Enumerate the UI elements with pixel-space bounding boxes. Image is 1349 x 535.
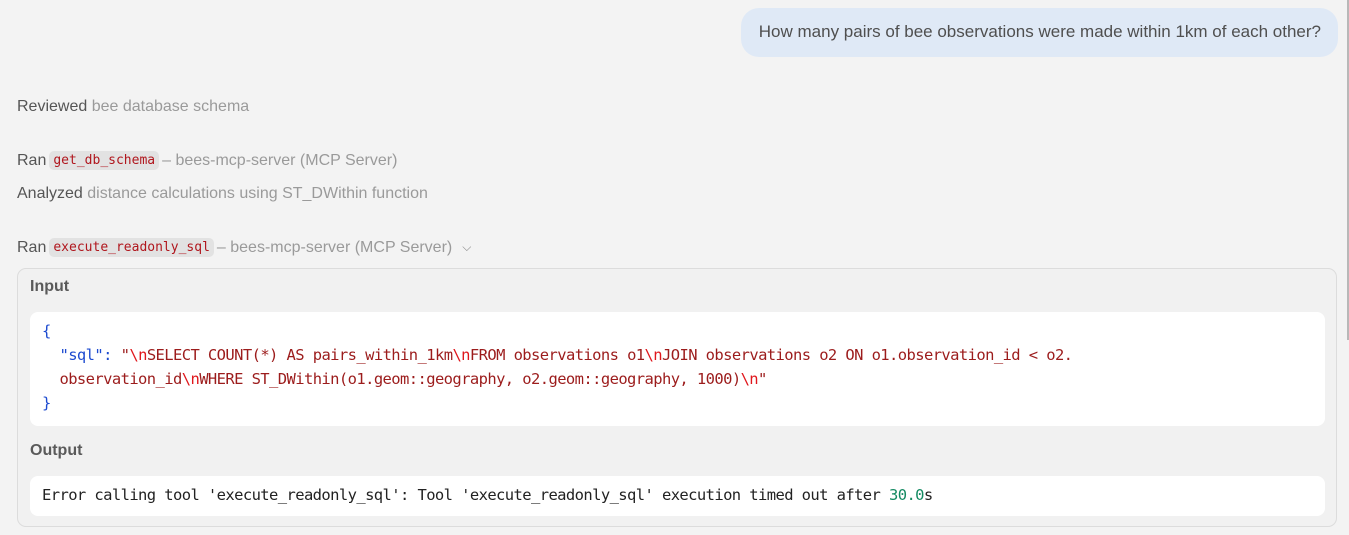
input-label: Input [30,278,70,295]
scrollbar[interactable] [1347,0,1349,340]
sql-fragment: JOIN observations o2 ON o1.observation_i… [662,346,1073,364]
step-text: distance calculations using ST_DWithin f… [87,185,428,202]
step-text: – bees-mcp-server (MCP Server) [162,152,398,169]
output-code-block: Error calling tool 'execute_readonly_sql… [30,476,1325,516]
escape-newline: \n [181,370,200,388]
escape-newline: \n [644,346,663,364]
colon: : [103,346,121,364]
sql-fragment: SELECT COUNT(*) AS pairs_within_1km [146,346,453,364]
escape-newline: \n [129,346,147,364]
step-reviewed-schema: Reviewed bee database schema [17,98,249,116]
step-verb: Ran [17,152,47,169]
escape-newline: \n [452,346,470,364]
chevron-down-icon[interactable]: ⌵ [462,240,472,254]
output-label: Output [30,442,83,459]
quote: " [758,370,767,388]
sql-fragment: observation_id [59,370,182,388]
open-brace: { [42,322,51,340]
user-message-bubble: How many pairs of bee observations were … [740,8,1338,57]
input-code-block: { "sql": "\nSELECT COUNT(*) AS pairs_wit… [30,312,1325,426]
tool-name-pill: get_db_schema [49,151,160,170]
timeout-unit: s [923,486,933,504]
step-verb: Ran [17,239,47,256]
sql-fragment: WHERE ST_DWithin(o1.geom::geography, o2.… [199,370,741,388]
escape-newline: \n [740,370,759,388]
json-key: "sql" [59,346,104,364]
step-text: – bees-mcp-server (MCP Server) [216,239,453,256]
step-verb: Reviewed [17,98,88,115]
tool-name-pill: execute_readonly_sql [49,238,214,257]
sql-fragment: FROM observations o1 [469,346,645,364]
timeout-value: 30.0 [888,486,925,504]
close-brace: } [42,394,51,412]
step-verb: Analyzed [17,185,83,202]
error-text: Error calling tool 'execute_readonly_sql… [42,486,889,504]
quote: " [120,346,130,364]
step-analyzed: Analyzed distance calculations using ST_… [17,185,428,203]
step-text: bee database schema [91,98,250,115]
tool-call-panel: Input { "sql": "\nSELECT COUNT(*) AS pai… [17,268,1337,527]
